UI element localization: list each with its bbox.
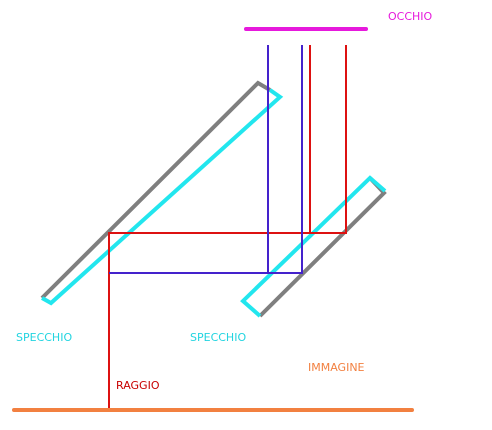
light-ray-red (108, 45, 347, 410)
light-ray-blue (109, 45, 303, 274)
eye-label: OCCHIO (388, 10, 433, 23)
right-mirror-label: SPECCHIO (190, 331, 247, 344)
lower-mirror-back (258, 176, 387, 318)
image-label: IMMAGINE (308, 361, 365, 374)
upper-mirror-back (40, 80, 272, 300)
ray-label: RAGGIO (116, 379, 160, 392)
left-mirror-label: SPECCHIO (16, 331, 73, 344)
upper-mirror-surface (41, 88, 284, 306)
lower-mirror-surface (240, 175, 387, 318)
